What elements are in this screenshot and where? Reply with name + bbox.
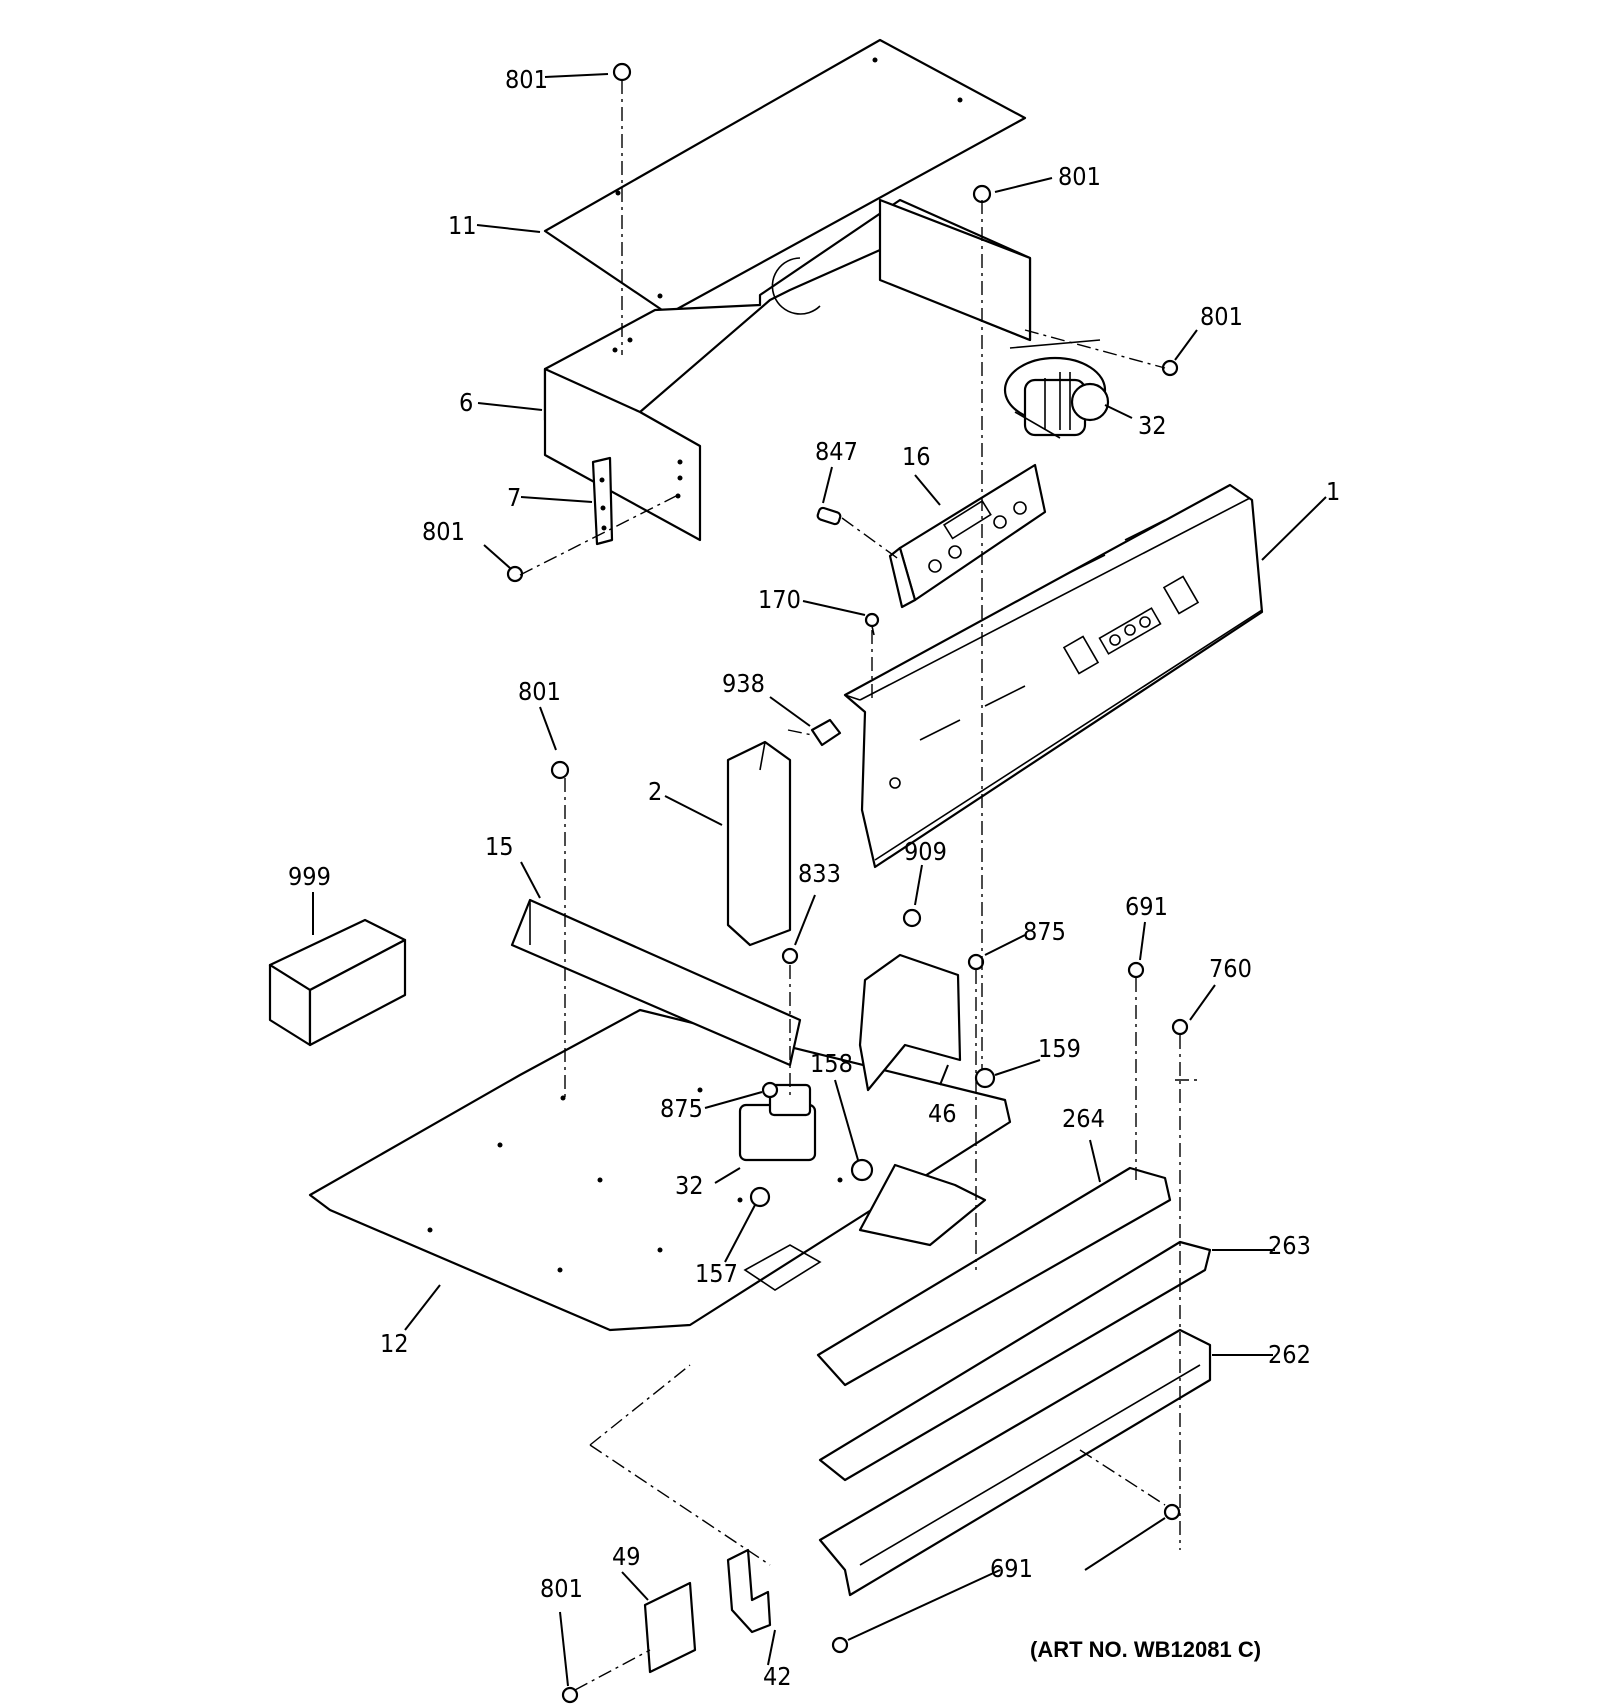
callout-691-top: 691	[1125, 892, 1168, 921]
callout-2: 2	[648, 777, 662, 806]
callout-801-topright: 801	[1058, 162, 1101, 191]
screw-801-topright	[972, 184, 992, 204]
screw-875-right	[967, 953, 985, 971]
screw-170	[864, 612, 880, 636]
vent-grille-262	[818, 1328, 1212, 1597]
callout-32-lower: 32	[675, 1171, 704, 1200]
screw-691-top	[1127, 961, 1145, 979]
callout-159: 159	[1038, 1034, 1081, 1063]
bottom-base-panel	[308, 1008, 1012, 1332]
callout-801-top: 801	[505, 65, 548, 94]
screw-801-bottom	[561, 1686, 579, 1704]
screw-833	[781, 947, 799, 965]
callout-49: 49	[612, 1542, 641, 1571]
sensor-159	[974, 1067, 996, 1089]
screw-760	[1171, 1018, 1189, 1036]
clip-938	[810, 718, 842, 747]
callout-833: 833	[798, 859, 841, 888]
callout-6: 6	[459, 388, 473, 417]
callout-12: 12	[380, 1329, 409, 1358]
control-panel	[843, 483, 1264, 869]
screw-909	[902, 908, 922, 928]
trim-264	[816, 1166, 1172, 1387]
callout-801-bottom: 801	[540, 1574, 583, 1603]
callout-760: 760	[1209, 954, 1252, 983]
screw-875-left	[761, 1081, 779, 1099]
callout-16: 16	[902, 442, 931, 471]
igniter-lower	[738, 1083, 817, 1162]
bracket-7	[591, 456, 614, 546]
art-number: (ART NO. WB12081 C)	[1030, 1637, 1261, 1662]
rear-channel	[510, 898, 802, 1067]
callout-46: 46	[928, 1099, 957, 1128]
sensor-157	[749, 1186, 771, 1208]
screw-691-bottom	[831, 1636, 849, 1654]
callout-801-left: 801	[422, 517, 465, 546]
end-cap	[726, 740, 792, 947]
callout-263: 263	[1268, 1231, 1311, 1260]
screw-801-mid	[550, 760, 570, 780]
shield-opening	[858, 1163, 987, 1247]
screw-691-right	[1163, 1503, 1181, 1521]
baffle-46	[858, 953, 962, 1092]
callout-801-mid: 801	[518, 677, 561, 706]
callout-909: 909	[904, 837, 947, 866]
control-board	[888, 463, 1047, 609]
callout-32-upper: 32	[1138, 411, 1167, 440]
callout-999: 999	[288, 862, 331, 891]
callout-labels: 801 11 801 801 6 32 847 16 1 7 801 170 9…	[288, 65, 1340, 1691]
alignment-lines	[519, 80, 1200, 1691]
callout-158: 158	[810, 1049, 853, 1078]
trim-263	[818, 1240, 1212, 1482]
outer-wrapper	[543, 198, 1032, 542]
callout-11: 11	[448, 211, 477, 240]
callout-938: 938	[722, 669, 765, 698]
callout-875-left: 875	[660, 1094, 703, 1123]
screw-801-top	[612, 62, 632, 82]
callout-7: 7	[507, 483, 521, 512]
callout-42: 42	[763, 1662, 792, 1691]
screw-801-left	[506, 565, 524, 583]
bracket-42	[726, 1548, 772, 1634]
leader-lines	[312, 73, 1327, 1687]
parts-box	[268, 918, 407, 1047]
callout-262: 262	[1268, 1340, 1311, 1369]
callout-847: 847	[815, 437, 858, 466]
label-49	[643, 1581, 697, 1674]
callout-691-bottom: 691	[990, 1554, 1033, 1583]
top-cover-panel	[543, 38, 1027, 316]
callout-170: 170	[758, 585, 801, 614]
callout-15: 15	[485, 832, 514, 861]
callout-801-right: 801	[1200, 302, 1243, 331]
screw-847	[816, 506, 842, 526]
sensor-158	[850, 1158, 874, 1182]
callout-875-right: 875	[1023, 917, 1066, 946]
callout-1: 1	[1326, 477, 1340, 506]
callout-264: 264	[1062, 1104, 1105, 1133]
fan-motor-upper	[1003, 339, 1110, 439]
callout-157: 157	[695, 1259, 738, 1288]
screw-801-right	[1161, 359, 1179, 377]
